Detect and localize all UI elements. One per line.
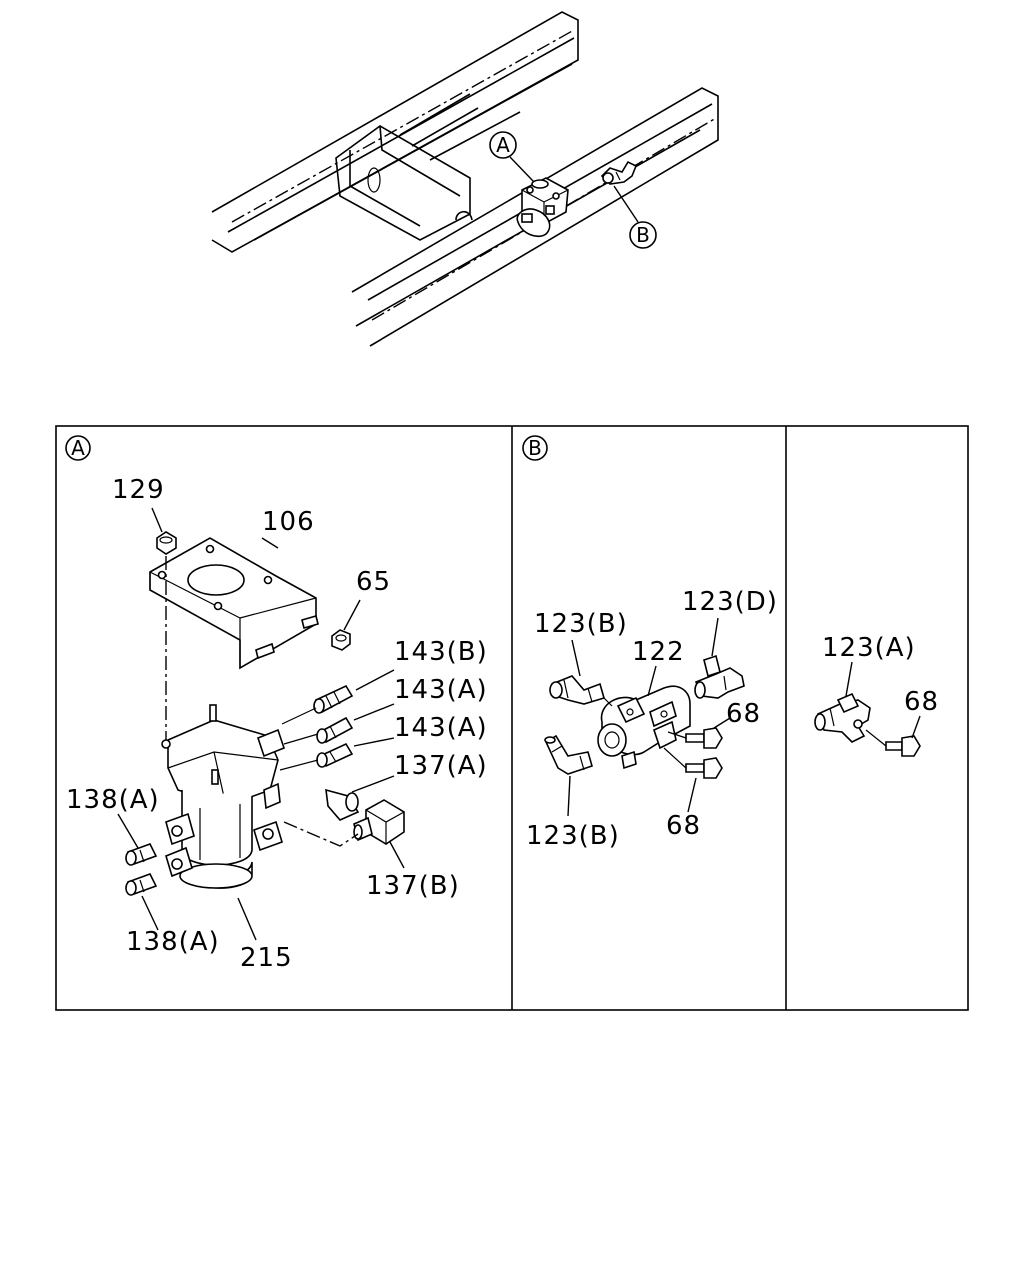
part-143a-fitting-2: [279, 737, 395, 771]
label-68-panel-c: 68: [904, 687, 939, 717]
part-68-bolt-lower: [663, 747, 723, 813]
label-137a: 137(A): [394, 751, 488, 781]
label-129: 129: [112, 475, 165, 505]
detail-panels-frame: [55, 425, 969, 1011]
label-122: 122: [632, 637, 685, 667]
label-123d: 123(D): [682, 587, 778, 617]
panel-b-marker: B: [522, 435, 548, 461]
label-123b-lower: 123(B): [526, 821, 620, 851]
label-138a-2: 138(A): [126, 927, 220, 957]
label-123b-upper: 123(B): [534, 609, 628, 639]
chassis-frame-overview: [211, 11, 719, 347]
overview-fitting-assembly: [600, 160, 638, 185]
panel-a-marker: A: [65, 435, 91, 461]
part-68-bolt-panel-c: [865, 715, 921, 757]
part-65-nut: [331, 599, 361, 651]
part-137a-fitting: [325, 775, 395, 821]
label-138a-1: 138(A): [66, 785, 160, 815]
label-68-lower: 68: [666, 811, 701, 841]
part-68-bolt-upper: [667, 717, 731, 749]
overview-callout-b: B: [613, 185, 657, 249]
part-143b-fitting: [281, 669, 395, 725]
svg-text:A: A: [71, 436, 85, 460]
part-123b-elbow-lower: [544, 734, 593, 817]
part-138a-fitting-1: [117, 813, 158, 866]
label-106: 106: [262, 507, 315, 537]
part-129-nut: [151, 507, 177, 555]
part-138a-fitting-2: [125, 873, 159, 931]
label-215: 215: [240, 943, 293, 973]
label-65: 65: [356, 567, 391, 597]
label-143b: 143(B): [394, 637, 488, 667]
part-123a-tee: [814, 661, 871, 743]
overview-valve-assembly: [516, 177, 569, 238]
part-122-valve: [597, 665, 691, 770]
svg-text:B: B: [528, 436, 542, 460]
part-123b-elbow-upper: [549, 639, 605, 705]
svg-text:A: A: [496, 133, 510, 157]
part-143a-fitting-1: [283, 703, 395, 745]
part-137b-fitting: [283, 799, 405, 869]
label-143a-1: 143(A): [394, 675, 488, 705]
label-137b: 137(B): [366, 871, 460, 901]
overview-callout-a: A: [489, 131, 535, 183]
part-106-bracket: [149, 537, 319, 670]
part-123d-tee: [694, 617, 745, 699]
part-215-relay-valve: [161, 704, 285, 941]
label-123a: 123(A): [822, 633, 916, 663]
svg-text:B: B: [636, 223, 650, 247]
label-143a-2: 143(A): [394, 713, 488, 743]
label-68-upper: 68: [726, 699, 761, 729]
